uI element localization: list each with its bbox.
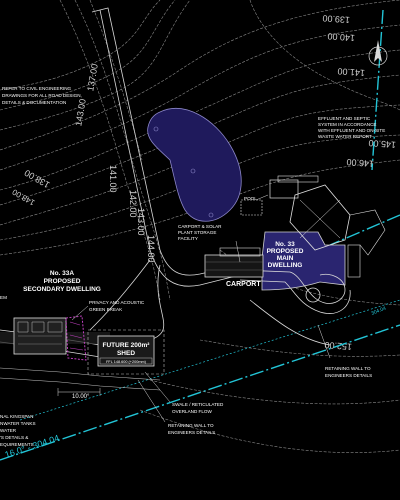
main-dwelling-label: No. 33 xyxy=(275,241,295,248)
carport-facility-label: CARPORT & SOLAR xyxy=(178,224,222,229)
note-civil-line: REFER TO CIVIL ENGINEERING xyxy=(2,86,72,91)
note-effluent-line: WITH EFFLUENT AND ON-SITE xyxy=(318,128,385,133)
privacy-label: PRIVACY AND ACOUSTIC xyxy=(89,300,145,305)
dimension-line xyxy=(57,388,101,396)
shed-pad xyxy=(87,329,165,375)
note-effluent-line: SYSTEM IN ACCORDANCE xyxy=(318,122,376,127)
contour-label: 146.00 xyxy=(346,157,374,169)
water-tanks-label: NAL KINGSPAN xyxy=(0,414,33,419)
contour-label: 145.00 xyxy=(368,138,396,150)
contour-label: 141.00 xyxy=(108,165,118,193)
dam-marker xyxy=(153,126,159,132)
note-civil-line: DETAILS & DOCUMENTATION xyxy=(2,100,66,105)
contour-label: 144.00 xyxy=(146,235,156,263)
pool-label: POOL xyxy=(244,196,257,201)
main-dwelling xyxy=(240,175,386,291)
shed-label: FUTURE 200m² xyxy=(103,342,151,349)
privacy-label: GREEN BREAK xyxy=(89,307,123,312)
water-tanks-label: 'S DETAILS & xyxy=(0,435,28,440)
main-dwelling-label: MAIN xyxy=(277,255,294,262)
property-boundary xyxy=(0,9,400,461)
swale-label: OVERLAND FLOW xyxy=(172,409,212,414)
main-dwelling-label: DWELLING xyxy=(268,262,303,269)
green-break-hatch xyxy=(69,321,84,351)
contour-label: 143.00 xyxy=(136,208,146,236)
note-civil-line: DRAWINGS FOR ALL ROAD DESIGN, xyxy=(2,93,82,98)
shed-label: SHED xyxy=(117,350,135,357)
dam-pond xyxy=(147,108,242,222)
secondary-dwelling-label: PROPOSED xyxy=(44,278,81,285)
shed-level-label: FFL 148.600 (+200mm) xyxy=(106,360,147,364)
dimension-label: 10.00° xyxy=(72,394,90,400)
contour-label: 143.00 xyxy=(73,98,88,127)
setback-line xyxy=(19,299,400,421)
leader-lines xyxy=(71,194,331,423)
note-effluent-line: EFFLUENT AND SEPTIC xyxy=(318,116,371,121)
contour-label: 141.00 xyxy=(337,66,365,78)
contour-label: 137.00 xyxy=(85,63,100,92)
secondary-dwelling-label: No. 33A xyxy=(50,270,75,277)
contour-label: 142.00 xyxy=(128,190,138,218)
contour-label: 140.00 xyxy=(327,31,355,43)
swale-label: SWALE / RETICULATED xyxy=(172,402,224,407)
carport-label: CARPORT xyxy=(226,281,261,288)
future-shed xyxy=(97,335,155,367)
water-tanks-label: WATER xyxy=(0,428,17,433)
retaining-wall-bottom-label: RETAINING WALL TO xyxy=(168,423,214,428)
dam-marker xyxy=(190,168,196,174)
edge-label: EM xyxy=(0,295,7,300)
water-tanks-label: EQUIREMENTS xyxy=(0,442,34,447)
water-tanks-area xyxy=(0,367,161,391)
secondary-dwelling-label: SECONDARY DWELLING xyxy=(23,286,101,293)
carport-facility-label: FACILITY xyxy=(178,236,198,241)
retaining-wall-bottom-label: ENGINEERS DETAILS xyxy=(168,430,215,435)
contour-label: 139.00 xyxy=(322,13,350,25)
turning-circle xyxy=(239,269,351,346)
carport xyxy=(204,247,264,278)
secondary-dwelling xyxy=(13,317,67,355)
retaining-wall-right-label: ENGINEERS DETAILS xyxy=(325,373,372,378)
note-effluent-line: WASTE WATER REPORT xyxy=(318,134,372,139)
contour-label: 148.00 xyxy=(10,187,36,207)
main-dwelling-label: PROPOSED xyxy=(267,248,304,255)
water-tanks-label: NWATER TANKS xyxy=(0,421,36,426)
contour-label: 138.00 xyxy=(23,168,52,190)
dam-marker xyxy=(208,212,214,218)
north-arrow-icon xyxy=(368,40,388,66)
boundary-bearing-label-right: 304.04 xyxy=(371,305,388,316)
retaining-wall-right-label: RETAINING WALL TO xyxy=(325,366,371,371)
privacy-green-break xyxy=(65,315,87,361)
carport-facility-label: PLANT STORAGE xyxy=(178,230,216,235)
